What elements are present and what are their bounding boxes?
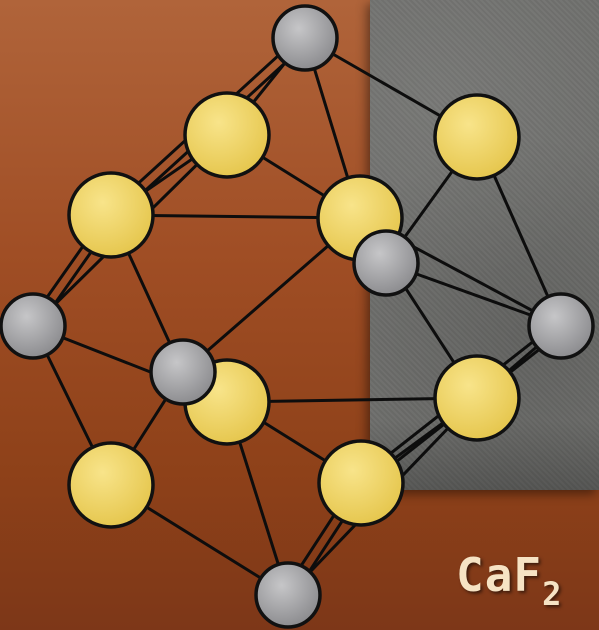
- fluorine-atom-y7: [317, 439, 405, 527]
- fluorine-atom-y2: [67, 171, 155, 259]
- formula-base: CaF: [456, 548, 543, 602]
- chemical-formula: CaF2: [456, 548, 562, 613]
- calcium-atom-g_right: [527, 292, 595, 360]
- fluorine-atom-y1: [183, 91, 271, 179]
- fluorine-atom-y6: [67, 441, 155, 529]
- fluorine-atom-y4: [433, 93, 521, 181]
- calcium-atom-g_mid: [149, 338, 217, 406]
- calcium-atom-g_bot: [254, 561, 322, 629]
- atoms: [0, 4, 595, 629]
- calcium-atom-g_top: [271, 4, 339, 72]
- calcium-atom-g_rmid: [352, 229, 420, 297]
- calcium-atom-g_left: [0, 292, 67, 360]
- formula-subscript: 2: [542, 575, 563, 613]
- fluorine-atom-y8: [433, 354, 521, 442]
